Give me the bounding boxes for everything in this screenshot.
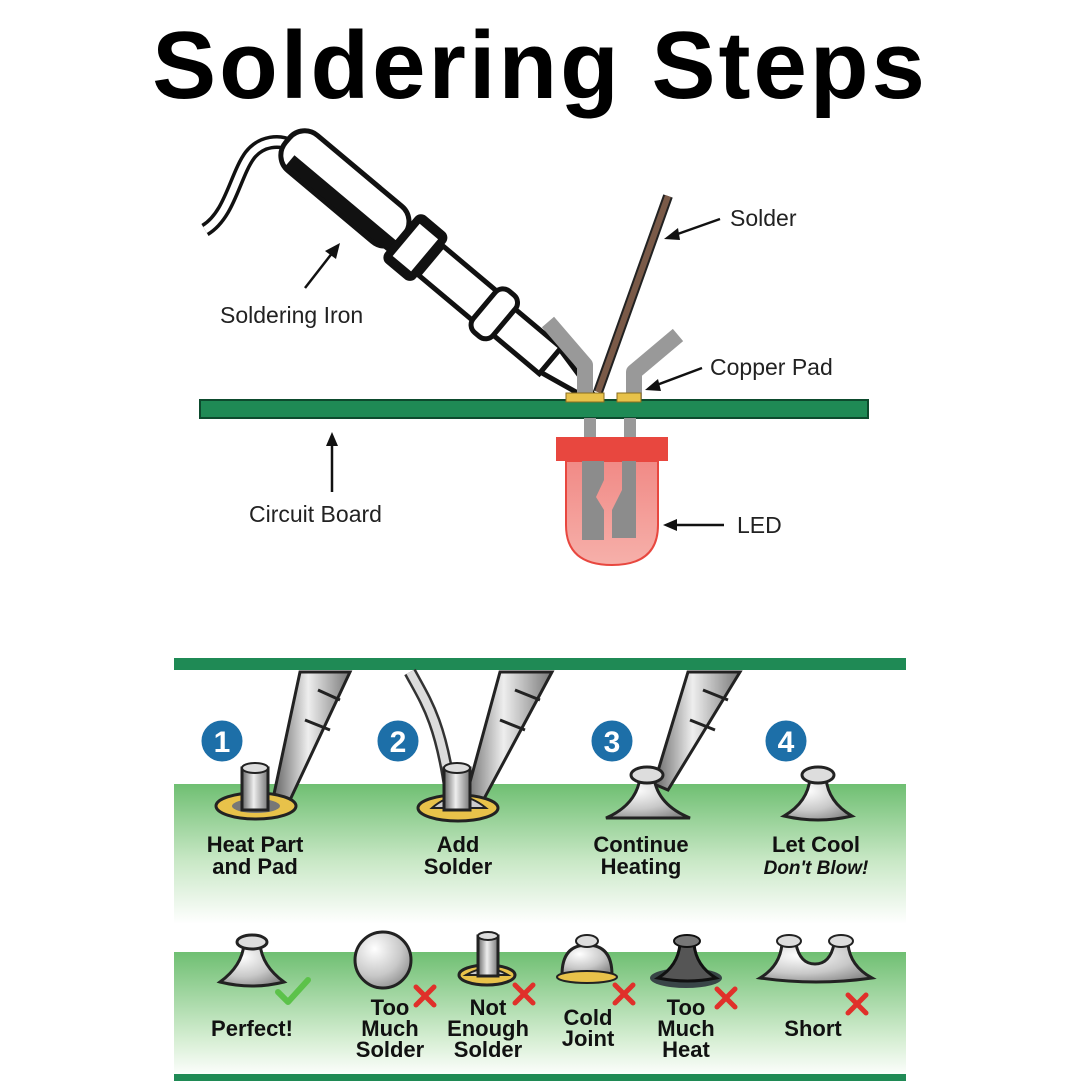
outcome-label-line: Too [667,995,706,1020]
outcome-label-line: Too [371,995,410,1020]
step-label-line2: Solder [424,854,493,879]
circuit-board [199,399,869,419]
cross-icon [512,982,536,1006]
solder-wire [595,194,671,394]
outcome-label-line: Much [657,1016,714,1041]
outcome-label-line: Cold [564,1005,613,1030]
cross-icon [612,982,636,1006]
led-icon [556,418,668,567]
outcome-label-line: Much [361,1016,418,1041]
led-label: LED [737,512,782,538]
cross-icon [845,992,869,1016]
steps-top-bar [174,658,906,670]
step-label-line1: Add [437,832,480,857]
outcome-label-line: Joint [562,1026,615,1051]
outcome-too-much-heat-joint [650,934,722,988]
step-number: 1 [214,726,231,759]
step-label-line2: Heating [601,854,682,879]
page-title: Soldering Steps [152,12,928,119]
check-icon [275,977,311,1005]
step-label-line2: Don't Blow! [764,858,869,879]
circuit-board-label: Circuit Board [249,501,382,527]
outcome-label-line: Solder [356,1037,425,1062]
outcome-perfect-joint [216,933,288,988]
copper-pad-label: Copper Pad [710,354,833,380]
led-lead-right [626,328,684,400]
outcome-0: Perfect! [211,977,311,1041]
outcome-label-line: Short [784,1016,842,1041]
outcome-label-line: Enough [447,1016,529,1041]
step-label-line1: Let Cool [772,832,860,857]
outcome-short-joint [755,934,877,984]
copper-pad-left [565,392,605,403]
copper-pad-right [616,392,642,403]
led-lead-left [541,316,593,400]
step-number: 3 [604,726,621,759]
outcome-not-enough-solder-joint [457,931,517,987]
soldering-iron-label: Soldering Iron [220,302,363,328]
cross-icon [714,986,738,1010]
step-number: 2 [390,726,407,759]
step-badge [374,717,422,765]
step-label-line2: and Pad [212,854,298,879]
cross-icon [413,984,437,1008]
step-badge [762,717,810,765]
step-badge [588,717,636,765]
outcome-label-line: Heat [662,1037,710,1062]
outcome-cold-joint-joint [556,934,618,984]
outcome-too-much-solder-joint [353,930,413,990]
step3-iron-icon [652,670,743,792]
step-label-line1: Heat Part [207,832,304,857]
step-badge [198,717,246,765]
step-label-line1: Continue [593,832,688,857]
step1-iron-icon [272,670,353,802]
outcome-label-line: Not [470,995,507,1020]
outcome-5: Short [784,992,869,1041]
outcome-label-line: Solder [454,1037,523,1062]
solder-label: Solder [730,205,797,231]
step-number: 4 [778,726,795,759]
outcome-label-line: Perfect! [211,1016,293,1041]
